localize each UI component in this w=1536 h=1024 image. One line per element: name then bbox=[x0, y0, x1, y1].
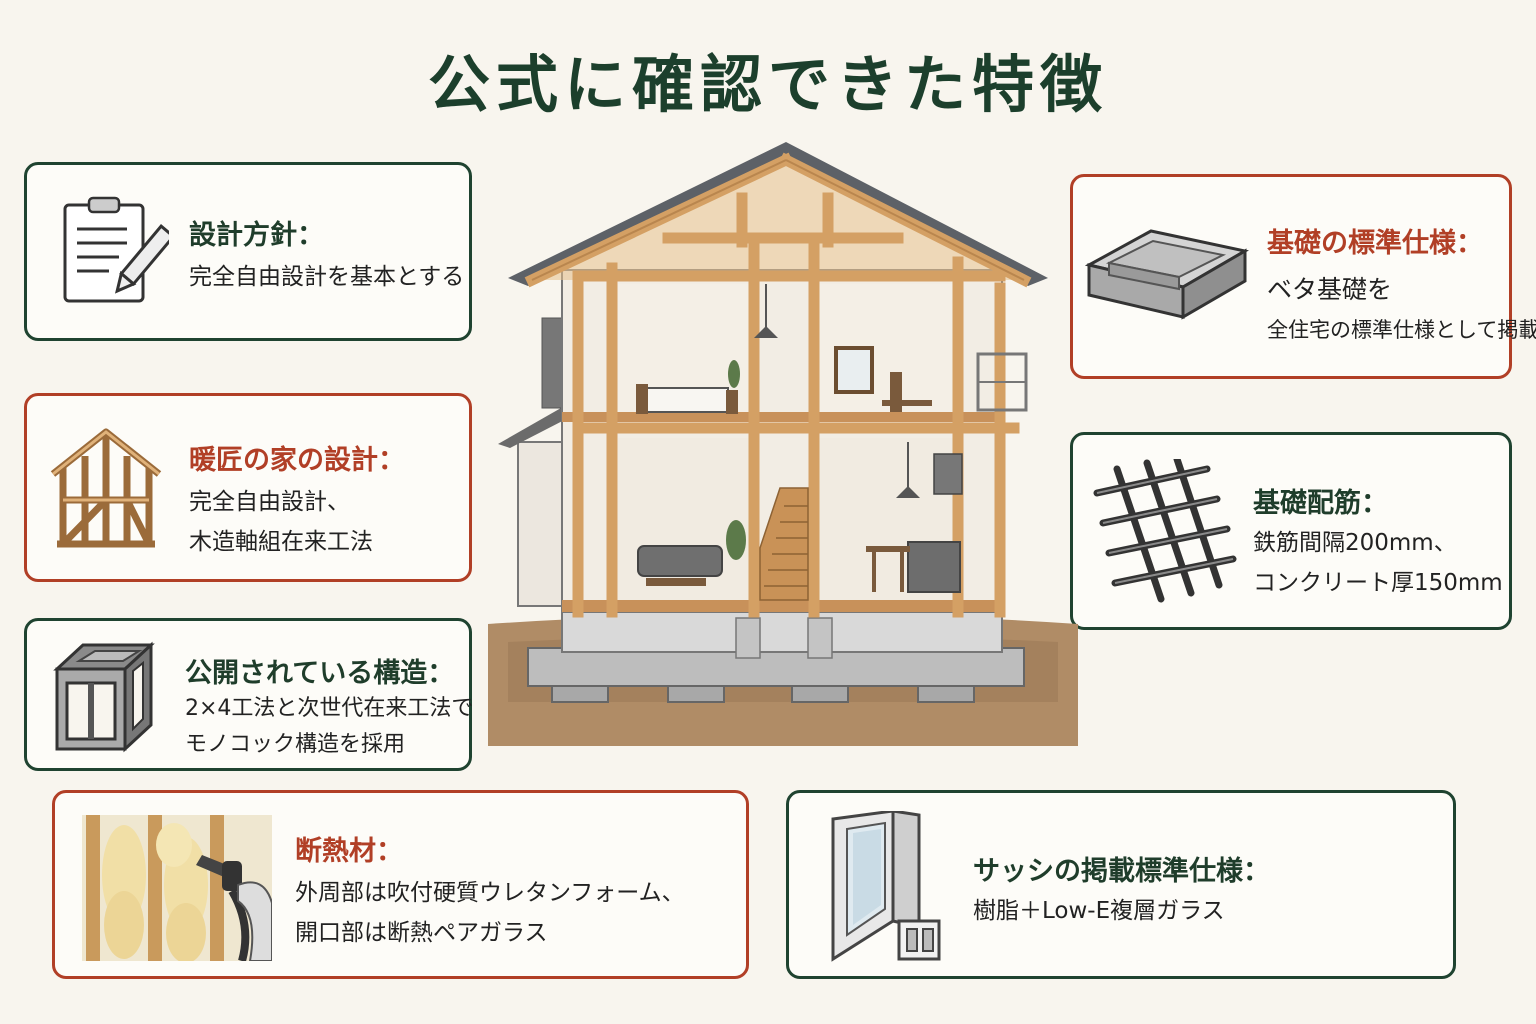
card-line: 木造軸組在来工法 bbox=[189, 529, 373, 555]
card-heading: 公開されている構造： bbox=[185, 658, 455, 689]
card-line: モノコック構造を採用 bbox=[185, 732, 406, 757]
card-foundation-standard: 基礎の標準仕様： ベタ基礎を 全住宅の標準仕様として掲載 bbox=[1070, 174, 1536, 379]
card-line: 開口部は断熱ペアガラス bbox=[295, 920, 548, 946]
card-heading: 設計方針： bbox=[189, 220, 324, 251]
card-line: ベタ基礎を bbox=[1267, 275, 1393, 304]
card-sash: サッシの掲載標準仕様： 樹脂＋Low-E複層ガラス bbox=[786, 790, 1456, 979]
card-line: 全住宅の標準仕様として掲載 bbox=[1267, 318, 1536, 342]
card-structure: 公開されている構造： 2×4工法と次世代在来工法で モノコック構造を採用 bbox=[24, 618, 473, 771]
card-body: 鉄筋間隔200mm、 コンクリート厚150mm bbox=[1253, 523, 1503, 603]
card-line: コンクリート厚150mm bbox=[1253, 570, 1503, 596]
card-line: 完全自由設計を基本とする bbox=[189, 264, 465, 290]
card-line: 完全自由設計、 bbox=[189, 489, 350, 515]
card-body: 樹脂＋Low-E複層ガラス bbox=[973, 891, 1225, 931]
card-danjo-design: 暖匠の家の設計： 完全自由設計、 木造軸組在来工法 bbox=[24, 393, 472, 582]
window-sash-icon bbox=[831, 811, 941, 962]
card-heading: 基礎の標準仕様： bbox=[1267, 228, 1483, 259]
wood-frame-house-icon bbox=[50, 428, 162, 548]
page-title: 公式に確認できた特徴 bbox=[427, 48, 1108, 121]
card-body: 外周部は吹付硬質ウレタンフォーム、 開口部は断熱ペアガラス bbox=[295, 873, 685, 953]
card-body: 完全自由設計、 木造軸組在来工法 bbox=[189, 482, 373, 562]
house-cutaway-illustration bbox=[488, 142, 1078, 746]
card-body: 2×4工法と次世代在来工法で モノコック構造を採用 bbox=[185, 691, 473, 763]
card-body: 完全自由設計を基本とする bbox=[189, 257, 464, 297]
slab-foundation-icon bbox=[1085, 229, 1249, 320]
card-heading: サッシの掲載標準仕様： bbox=[973, 856, 1270, 887]
rebar-grid-icon bbox=[1093, 459, 1237, 603]
card-body: ベタ基礎を 全住宅の標準仕様として掲載 bbox=[1267, 267, 1536, 347]
card-insulation: 断熱材： 外周部は吹付硬質ウレタンフォーム、 開口部は断熱ペアガラス bbox=[52, 790, 749, 979]
card-design-policy: 設計方針： 完全自由設計を基本とする bbox=[24, 162, 472, 341]
card-line: 樹脂＋Low-E複層ガラス bbox=[973, 898, 1225, 924]
card-line: 2×4工法と次世代在来工法で bbox=[185, 696, 474, 721]
card-line: 鉄筋間隔200mm、 bbox=[1253, 530, 1457, 556]
card-rebar: 基礎配筋： 鉄筋間隔200mm、 コンクリート厚150mm bbox=[1070, 432, 1512, 630]
spray-foam-insulation-icon bbox=[82, 815, 272, 961]
clipboard-pencil-icon bbox=[63, 196, 169, 303]
card-heading: 断熱材： bbox=[295, 836, 403, 867]
card-heading: 暖匠の家の設計： bbox=[189, 445, 405, 476]
card-heading: 基礎配筋： bbox=[1253, 488, 1388, 519]
monocoque-box-icon bbox=[53, 641, 155, 753]
card-line: 外周部は吹付硬質ウレタンフォーム、 bbox=[295, 880, 685, 906]
